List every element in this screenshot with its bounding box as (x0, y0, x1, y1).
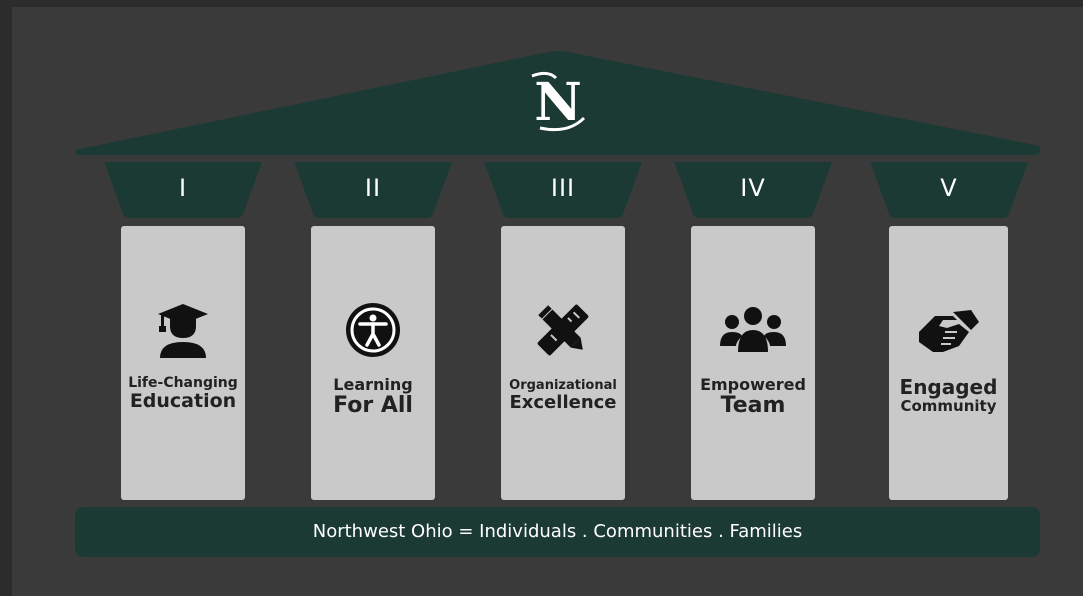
pillar-label-4: Empowered Team (691, 376, 815, 418)
roof-pediment (74, 51, 1041, 155)
handshake-icon (919, 310, 979, 352)
pillar-label-line1: Organizational (509, 378, 617, 393)
accessibility-icon (346, 303, 400, 357)
pillar-label-5: Engaged Community (889, 376, 1008, 415)
pillar-numeral: III (550, 174, 576, 202)
foundation-base: Northwest Ohio = Individuals . Communiti… (75, 507, 1040, 557)
pillar-label-line2: For All (333, 392, 413, 418)
pillar-numeral: II (364, 174, 382, 202)
pencil-ruler-icon (537, 304, 589, 356)
pillar-label-2: Learning For All (311, 376, 435, 418)
capital-3: III (483, 162, 643, 218)
pillar-label-3: Organizational Excellence (501, 376, 625, 413)
pillar-column-1 (121, 226, 245, 500)
pillar-label-line2: Team (720, 392, 786, 418)
pillar-column-3 (501, 226, 625, 500)
pillar-column-4 (691, 226, 815, 500)
window-left-border (0, 0, 12, 596)
pillar-column-5 (889, 226, 1008, 500)
pillar-column-2 (311, 226, 435, 500)
capital-1: I (103, 162, 263, 218)
pillar-label-line2: Excellence (509, 392, 617, 414)
pillar-numeral: IV (740, 174, 766, 202)
pillar-label-1: Life-Changing Education (121, 375, 245, 413)
pillar-numeral: V (940, 174, 958, 202)
pillar-label-line1: Empowered (700, 375, 806, 394)
pillar-label-line1: Learning (333, 375, 413, 394)
capital-4: IV (673, 162, 833, 218)
graduate-icon (158, 304, 208, 358)
svg-text:N: N (534, 72, 582, 132)
capital-2: II (293, 162, 453, 218)
team-icon (720, 307, 786, 352)
pillar-label-line2: Education (129, 390, 237, 413)
northwest-logo-icon: N (531, 71, 586, 132)
pillar-label-line2: Community (900, 397, 997, 415)
pillar-label-line1: Engaged (899, 375, 998, 399)
pillar-numeral: I (178, 174, 188, 202)
window-top-border (0, 0, 1083, 7)
capital-5: V (869, 162, 1029, 218)
pillar-label-line1: Life-Changing (128, 375, 238, 391)
